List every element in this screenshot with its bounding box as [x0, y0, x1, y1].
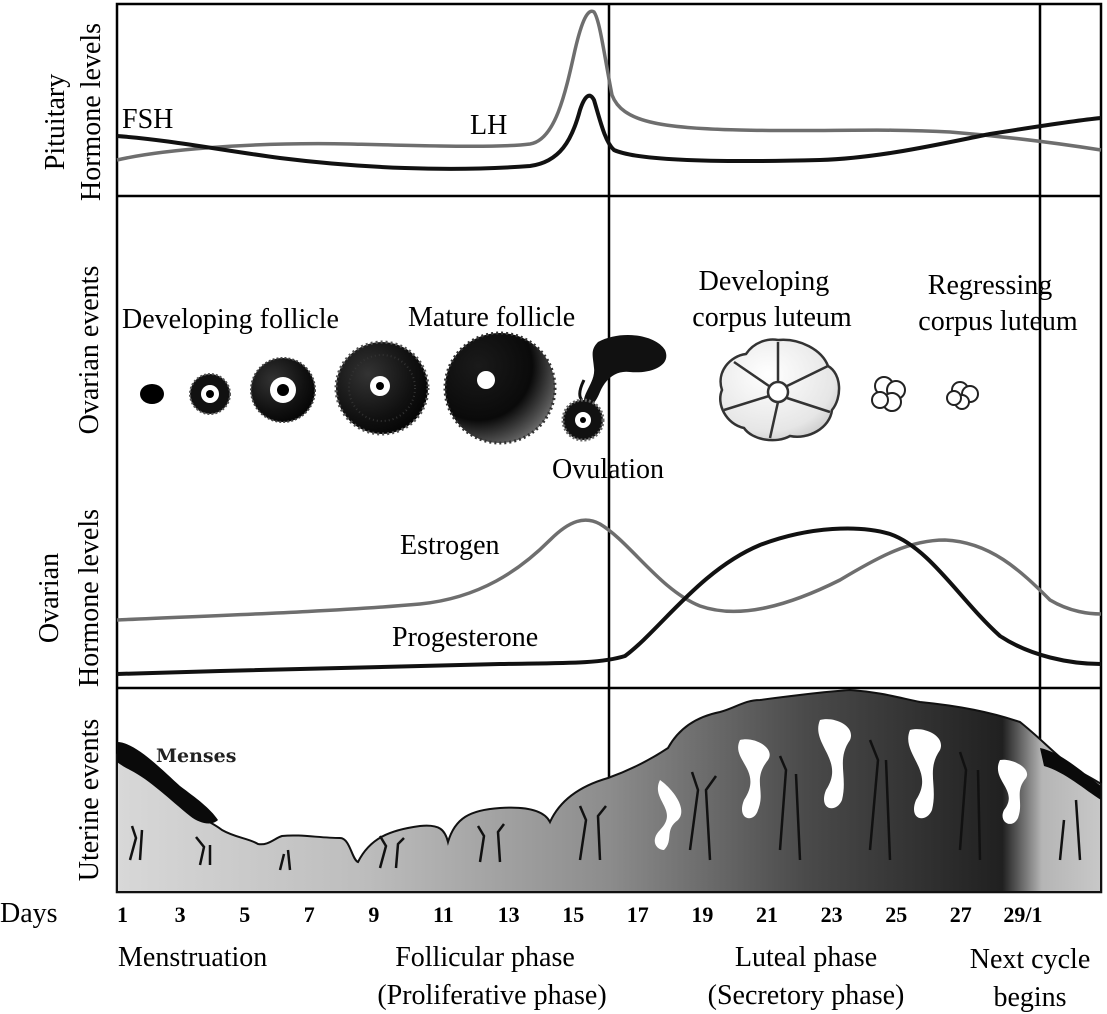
day-tick-17: 17: [627, 902, 649, 927]
developing-follicle-label: Developing follicle: [122, 304, 339, 335]
day-tick-3: 3: [175, 902, 186, 927]
day-tick-15: 15: [562, 902, 584, 927]
side-label-uterine-events: Uterine events: [74, 719, 105, 882]
day-tick-13: 13: [498, 902, 520, 927]
ovarian-events-panel: Developing follicle Mature follicle Deve…: [122, 266, 1078, 485]
follicle-4: [336, 342, 428, 434]
day-tick-11: 11: [433, 902, 454, 927]
regressing-corpus-luteum-2: [947, 382, 978, 409]
day-tick-1: 1: [117, 902, 128, 927]
side-label-pituitary-hormone: Hormone levels: [76, 23, 107, 201]
days-label: Days: [0, 898, 58, 929]
side-labels: Pituitary Hormone levels Ovarian events …: [34, 23, 107, 881]
developing-corpus-luteum-label-1: Developing: [699, 266, 830, 297]
regressing-corpus-luteum-label-1: Regressing: [928, 270, 1052, 301]
day-tick-25: 25: [885, 902, 907, 927]
follicle-2: [190, 374, 230, 414]
side-label-ovarian-hormone: Hormone levels: [74, 509, 105, 687]
menses-label: Menses: [156, 745, 236, 767]
day-tick-9: 9: [368, 902, 379, 927]
ovulation-label: Ovulation: [552, 454, 664, 485]
follicle-1: [140, 384, 164, 404]
side-label-ovarian: Ovarian: [34, 553, 65, 643]
fsh-label: FSH: [122, 104, 173, 135]
day-tick-27: 27: [950, 902, 972, 927]
next-cycle-label: Next cycle: [970, 944, 1091, 975]
developing-corpus-luteum: [720, 340, 839, 441]
secretory-phase-label: (Secretory phase): [708, 980, 905, 1011]
side-label-ovarian-events: Ovarian events: [74, 266, 105, 435]
phase-labels: Menstruation Follicular phase (Prolifera…: [118, 942, 1090, 1013]
follicular-phase-label: Follicular phase: [395, 942, 575, 973]
regressing-corpus-luteum-label-2: corpus luteum: [918, 306, 1078, 337]
estrogen-label: Estrogen: [400, 530, 500, 561]
day-tick-5: 5: [239, 902, 250, 927]
day-tick-23: 23: [821, 902, 843, 927]
day-tick-21: 21: [756, 902, 778, 927]
ovulated-oocyte: [563, 400, 603, 440]
mature-follicle: [445, 333, 555, 443]
day-tick-19: 19: [691, 902, 713, 927]
day-tick-29-1: 29/1: [1003, 902, 1042, 927]
side-label-pituitary: Pituitary: [40, 74, 71, 170]
follicle-3: [251, 358, 315, 422]
day-tick-7: 7: [304, 902, 315, 927]
lh-label: LH: [470, 110, 507, 141]
regressing-corpus-luteum-1: [872, 377, 905, 411]
begins-label: begins: [993, 982, 1066, 1013]
ruptured-follicle: [580, 335, 667, 406]
developing-corpus-luteum-label-2: corpus luteum: [692, 302, 852, 333]
proliferative-phase-label: (Proliferative phase): [377, 980, 606, 1011]
luteal-phase-label: Luteal phase: [735, 942, 877, 973]
menstruation-label: Menstruation: [118, 942, 267, 973]
progesterone-label: Progesterone: [392, 622, 538, 653]
mature-follicle-label: Mature follicle: [408, 302, 575, 333]
